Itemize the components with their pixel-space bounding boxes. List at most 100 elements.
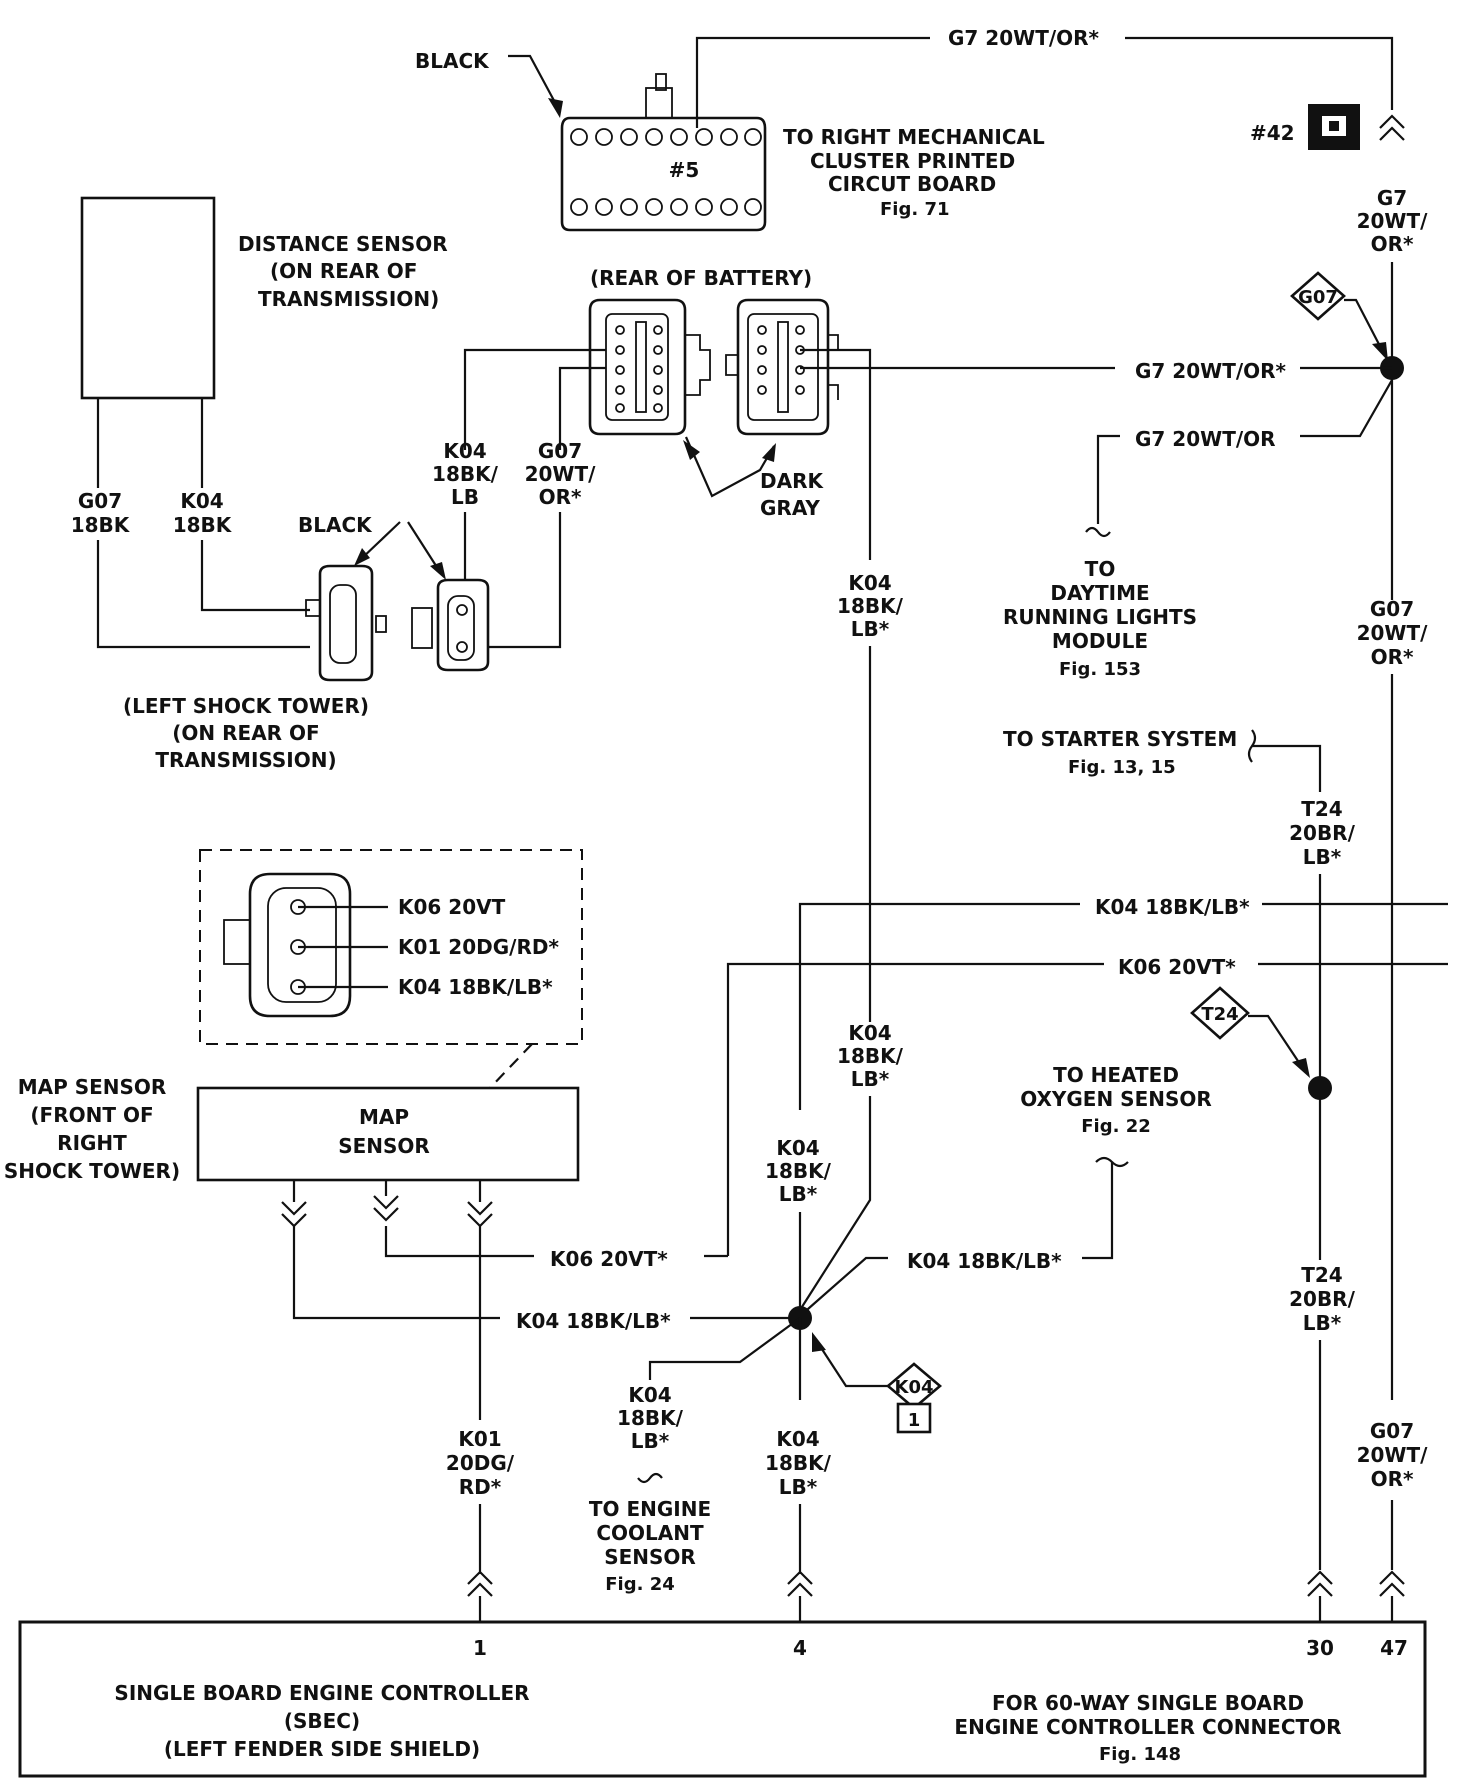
t24-a-line2: 20BR/ xyxy=(1289,821,1355,845)
g07-wire-from-battery xyxy=(558,366,606,450)
map-pin-chevron-2 xyxy=(373,1195,399,1222)
k04-e-line3: LB* xyxy=(631,1429,670,1453)
pin-47: 47 xyxy=(1380,1636,1408,1660)
map-pin-stubs xyxy=(292,1180,482,1202)
k01-a-line1: K01 xyxy=(458,1427,501,1451)
k04-c-line2: 18BK/ xyxy=(837,1044,904,1068)
g07-a-line1: G07 xyxy=(538,439,582,463)
to-coolant-line3: SENSOR xyxy=(604,1545,696,1569)
t24-sbec-connector xyxy=(1307,1570,1333,1622)
k04-h1-wire-left xyxy=(798,902,1080,1110)
dark-gray-line2: GRAY xyxy=(760,496,820,520)
to-heated-line1: TO HEATED xyxy=(1053,1063,1179,1087)
k04-map-wire xyxy=(292,1226,500,1320)
t24-wire-top xyxy=(1252,744,1322,792)
g07-b-line2: 20WT/ xyxy=(1357,621,1429,645)
k04-bklb-c-label: K04 18BK/LB* xyxy=(516,1309,671,1333)
k04-tag-arrow xyxy=(815,1339,888,1388)
k04-e-line1: K04 xyxy=(628,1383,671,1407)
map-side-line1: MAP SENSOR xyxy=(18,1075,167,1099)
g7-top-wire-left xyxy=(695,36,930,128)
connector-42-label: #42 xyxy=(1250,121,1295,145)
t24-tag-arrow xyxy=(1248,1014,1305,1071)
k04-a-line1: K04 xyxy=(443,439,486,463)
k04-wire-from-battery xyxy=(463,348,606,450)
t24-b-line1: T24 xyxy=(1301,1263,1342,1287)
cluster-connector-5: #5 xyxy=(560,73,767,232)
g07-tag-arrow xyxy=(1344,298,1384,353)
sbec-line1: SINGLE BOARD ENGINE CONTROLLER xyxy=(114,1681,529,1705)
black-mid-label: BLACK xyxy=(298,513,373,537)
k04-18bk-line1: K04 xyxy=(180,489,223,513)
g07-18bk-wire-bottom xyxy=(96,540,310,649)
to-drl-line3: RUNNING LIGHTS xyxy=(1003,605,1197,629)
k04-b-line2: 18BK/ xyxy=(837,594,904,618)
k04-18bk-line2: 18BK xyxy=(173,513,233,537)
g7-top-wire-right xyxy=(1125,36,1394,110)
for60-line1: FOR 60-WAY SINGLE BOARD xyxy=(992,1691,1304,1715)
t24-tag-label: T24 xyxy=(1201,1004,1238,1025)
g07-sbec-connector xyxy=(1379,1500,1405,1622)
k04-tag-label: K04 xyxy=(895,1377,934,1398)
g7-mid2-wire xyxy=(1300,379,1393,438)
t24-splice-tag xyxy=(1190,986,1250,1040)
battery-connector-left xyxy=(588,298,711,436)
g7-top-label: G7 20WT/OR* xyxy=(948,26,1100,50)
map-connector-detail-box xyxy=(199,849,583,1045)
to-right-cluster-line1: TO RIGHT MECHANICAL xyxy=(783,125,1045,149)
t24-a-line3: LB* xyxy=(1303,845,1342,869)
k04-tag-number: 1 xyxy=(908,1410,921,1431)
coolant-break-icon xyxy=(637,1472,663,1484)
black-mid-arrow-right xyxy=(407,521,441,573)
map-side-line2: (FRONT OF xyxy=(30,1103,153,1127)
t24-a-line1: T24 xyxy=(1301,797,1342,821)
k04-splice-tag xyxy=(885,1362,943,1410)
k04-18bk-wire-bottom xyxy=(200,540,310,612)
k04-e-line2: 18BK/ xyxy=(617,1406,684,1430)
k04-b-line1: K04 xyxy=(848,571,891,595)
k04-d-line1: K04 xyxy=(776,1136,819,1160)
connector-5-label: #5 xyxy=(669,158,700,182)
to-drl-line1: TO xyxy=(1085,557,1116,581)
k01-sbec-connector xyxy=(467,1504,493,1622)
map-pin-chevron-1 xyxy=(281,1201,307,1228)
to-heated-line2: OXYGEN SENSOR xyxy=(1020,1087,1212,1111)
left-shock-line3: TRANSMISSION) xyxy=(155,748,336,772)
k04-h1-label: K04 18BK/LB* xyxy=(1095,895,1250,919)
sbec-line3: (LEFT FENDER SIDE SHIELD) xyxy=(164,1737,480,1761)
k04-c-line3: LB* xyxy=(851,1067,890,1091)
to-coolant-line2: COOLANT xyxy=(596,1521,704,1545)
pin-30: 30 xyxy=(1306,1636,1334,1660)
k04-c-line1: K04 xyxy=(848,1021,891,1045)
g7-right-line3: OR* xyxy=(1371,232,1414,256)
k04-bklb-d-label: K04 18BK/LB* xyxy=(907,1249,1062,1273)
sbec-box xyxy=(18,1620,1427,1778)
to-right-cluster-line3: CIRCUT BOARD xyxy=(828,172,996,196)
heated-wire xyxy=(1082,1162,1114,1260)
black-mid-arrow-left xyxy=(359,521,401,561)
distance-sensor-box xyxy=(80,196,216,400)
pin-4: 4 xyxy=(793,1636,807,1660)
to-right-cluster-line2: CLUSTER PRINTED xyxy=(810,149,1015,173)
map-box-line2: SENSOR xyxy=(338,1134,430,1158)
black-label-top: BLACK xyxy=(415,49,490,73)
k04-heated-wire xyxy=(799,1256,888,1317)
shock-tower-connector-right xyxy=(411,578,490,672)
g7-mid2-label: G7 20WT/OR xyxy=(1135,427,1276,451)
fig13-label: Fig. 13, 15 xyxy=(1068,757,1176,778)
fig71-label: Fig. 71 xyxy=(880,199,950,220)
k04-a-line3: LB xyxy=(451,485,479,509)
black-top-arrowhead xyxy=(548,98,563,118)
distance-sensor-line1: DISTANCE SENSOR xyxy=(238,232,448,256)
map-detail-leader xyxy=(487,1043,533,1091)
for60-line2: ENGINE CONTROLLER CONNECTOR xyxy=(954,1715,1341,1739)
k04-d-line3: LB* xyxy=(779,1182,818,1206)
k04-sbec-connector xyxy=(787,1504,813,1622)
k04-d-line2: 18BK/ xyxy=(765,1159,832,1183)
black-top-arrow-line xyxy=(508,54,559,109)
map-side-line3: RIGHT xyxy=(57,1131,127,1155)
distance-sensor-line3: TRANSMISSION) xyxy=(258,287,439,311)
map-pin-chevron-3 xyxy=(467,1201,493,1228)
k06-20vt-label: K06 20VT xyxy=(398,895,506,919)
